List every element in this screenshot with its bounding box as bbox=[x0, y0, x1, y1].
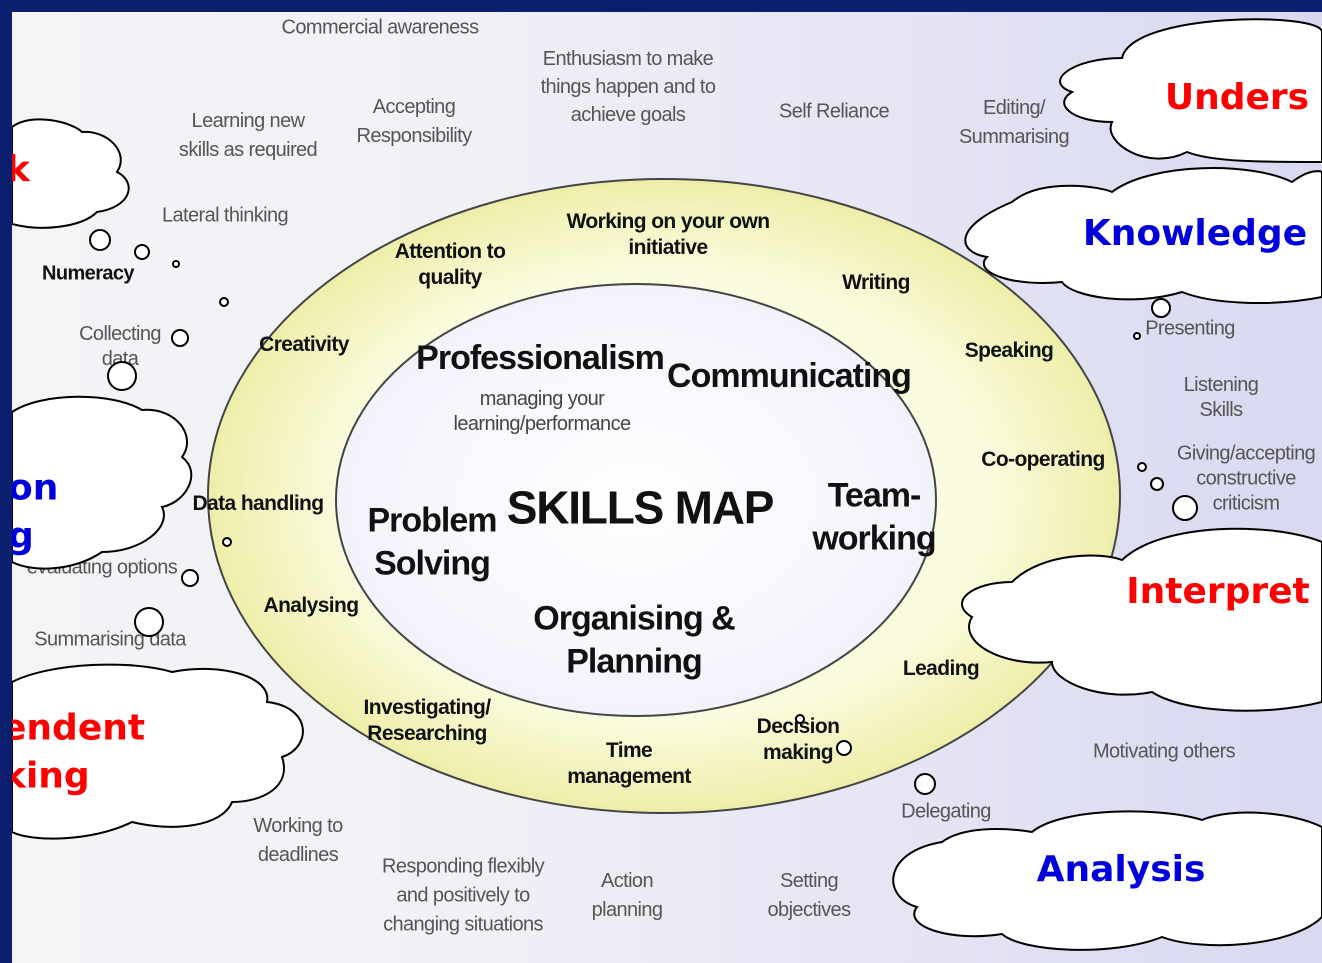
ring-analysing: Analysing bbox=[263, 593, 360, 617]
outer-giving-accepting-criticism: Giving/accepting constructive criticism bbox=[1176, 442, 1316, 515]
cloud-think-shape bbox=[12, 118, 130, 229]
outer-setting-objectives: Setting objectives bbox=[767, 870, 852, 921]
bubble bbox=[914, 773, 936, 795]
outer-enthusiasm: Enthusiasm to make things happen and to … bbox=[540, 48, 716, 126]
cloud-understanding-label: Unders bbox=[1164, 77, 1310, 119]
outer-responding-flexibly: Responding flexibly and positively to ch… bbox=[381, 855, 545, 936]
cloud-understanding-shape bbox=[1059, 18, 1322, 163]
outer-commercial-awareness: Commercial awareness bbox=[281, 16, 480, 39]
cloud-independent-label: endent king bbox=[12, 707, 146, 796]
outer-listening-skills: Listening Skills bbox=[1183, 374, 1259, 421]
core-professionalism: Professionalism bbox=[416, 338, 665, 377]
outer-accepting-responsibility: Accepting Responsibility bbox=[356, 96, 473, 147]
thought-clouds bbox=[12, 18, 1322, 951]
outer-lateral-thinking: Lateral thinking bbox=[161, 204, 289, 227]
bubble bbox=[222, 537, 232, 547]
bubble bbox=[219, 297, 229, 307]
ring-co-operating: Co-operating bbox=[981, 447, 1105, 471]
outer-evaluating-options: evaluating options bbox=[26, 556, 178, 579]
outer-working-to-deadlines: Working to deadlines bbox=[253, 815, 343, 866]
bubble bbox=[134, 607, 164, 637]
bubble bbox=[1133, 332, 1141, 340]
bubble bbox=[1137, 462, 1147, 472]
outer-action-planning: Action planning bbox=[591, 870, 663, 921]
core-problem-solving: Problem Solving bbox=[367, 501, 497, 583]
outer-delegating: Delegating bbox=[901, 800, 991, 823]
ring-writing: Writing bbox=[842, 270, 910, 294]
ring-working-own-initiative: Working on your own initiative bbox=[566, 209, 770, 259]
cloud-think-label: k bbox=[12, 149, 30, 191]
cloud-independent-shape bbox=[12, 663, 304, 840]
diagram-shapes bbox=[207, 178, 1121, 814]
bubble bbox=[171, 329, 189, 347]
outer-numeracy: Numeracy bbox=[42, 262, 135, 285]
ring-time-management: Time management bbox=[567, 738, 691, 788]
outer-self-reliance: Self Reliance bbox=[778, 100, 890, 123]
outer-motivating-others: Motivating others bbox=[1092, 740, 1236, 763]
core-communicating: Communicating bbox=[667, 356, 912, 395]
ring-data-handling: Data handling bbox=[192, 491, 324, 515]
inner-ellipse bbox=[335, 283, 937, 717]
cloud-analysis-label: Analysis bbox=[1036, 849, 1206, 891]
bubble bbox=[1172, 495, 1198, 521]
outer-editing-summarising: Editing/ Summarising bbox=[958, 97, 1070, 148]
bubble bbox=[107, 361, 137, 391]
bubble bbox=[1151, 298, 1171, 318]
ring-speaking: Speaking bbox=[964, 338, 1054, 362]
outer-learning-new-skills: Learning new skills as required bbox=[178, 110, 318, 161]
core-organising-planning: Organising & Planning bbox=[533, 599, 735, 681]
skills-map-slide: SKILLS MAP Professionalism managing your… bbox=[12, 12, 1322, 963]
core-teamworking: Team- working bbox=[812, 476, 936, 558]
bubble bbox=[134, 244, 150, 260]
ring-creativity: Creativity bbox=[259, 332, 349, 356]
center-title: SKILLS MAP bbox=[506, 481, 775, 534]
core-professionalism-subtitle: managing your learning/performance bbox=[453, 388, 632, 435]
bubble bbox=[795, 714, 805, 724]
bubble bbox=[89, 229, 111, 251]
ring-leading: Leading bbox=[902, 656, 980, 680]
cloud-interpretation-label: Interpret bbox=[1126, 571, 1310, 613]
ring-investigating-researching: Investigating/ Researching bbox=[363, 695, 492, 745]
bubble bbox=[1150, 477, 1164, 491]
cloud-decision-shape bbox=[12, 395, 193, 570]
cloud-analysis-shape bbox=[892, 810, 1322, 951]
cloud-decision-label: on g bbox=[12, 467, 59, 556]
bubble bbox=[836, 740, 852, 756]
bubble bbox=[181, 569, 199, 587]
bubble bbox=[172, 260, 180, 268]
cloud-interpretation-shape bbox=[961, 527, 1322, 712]
ring-attention-to-quality: Attention to quality bbox=[394, 239, 506, 289]
ring-decision-making: Decision making bbox=[756, 714, 840, 764]
cloud-knowledge-label: Knowledge bbox=[1082, 213, 1308, 255]
outer-presenting: Presenting bbox=[1145, 317, 1235, 340]
cloud-knowledge-shape bbox=[964, 167, 1322, 305]
outer-summarising-data: Summarising data bbox=[34, 628, 186, 651]
